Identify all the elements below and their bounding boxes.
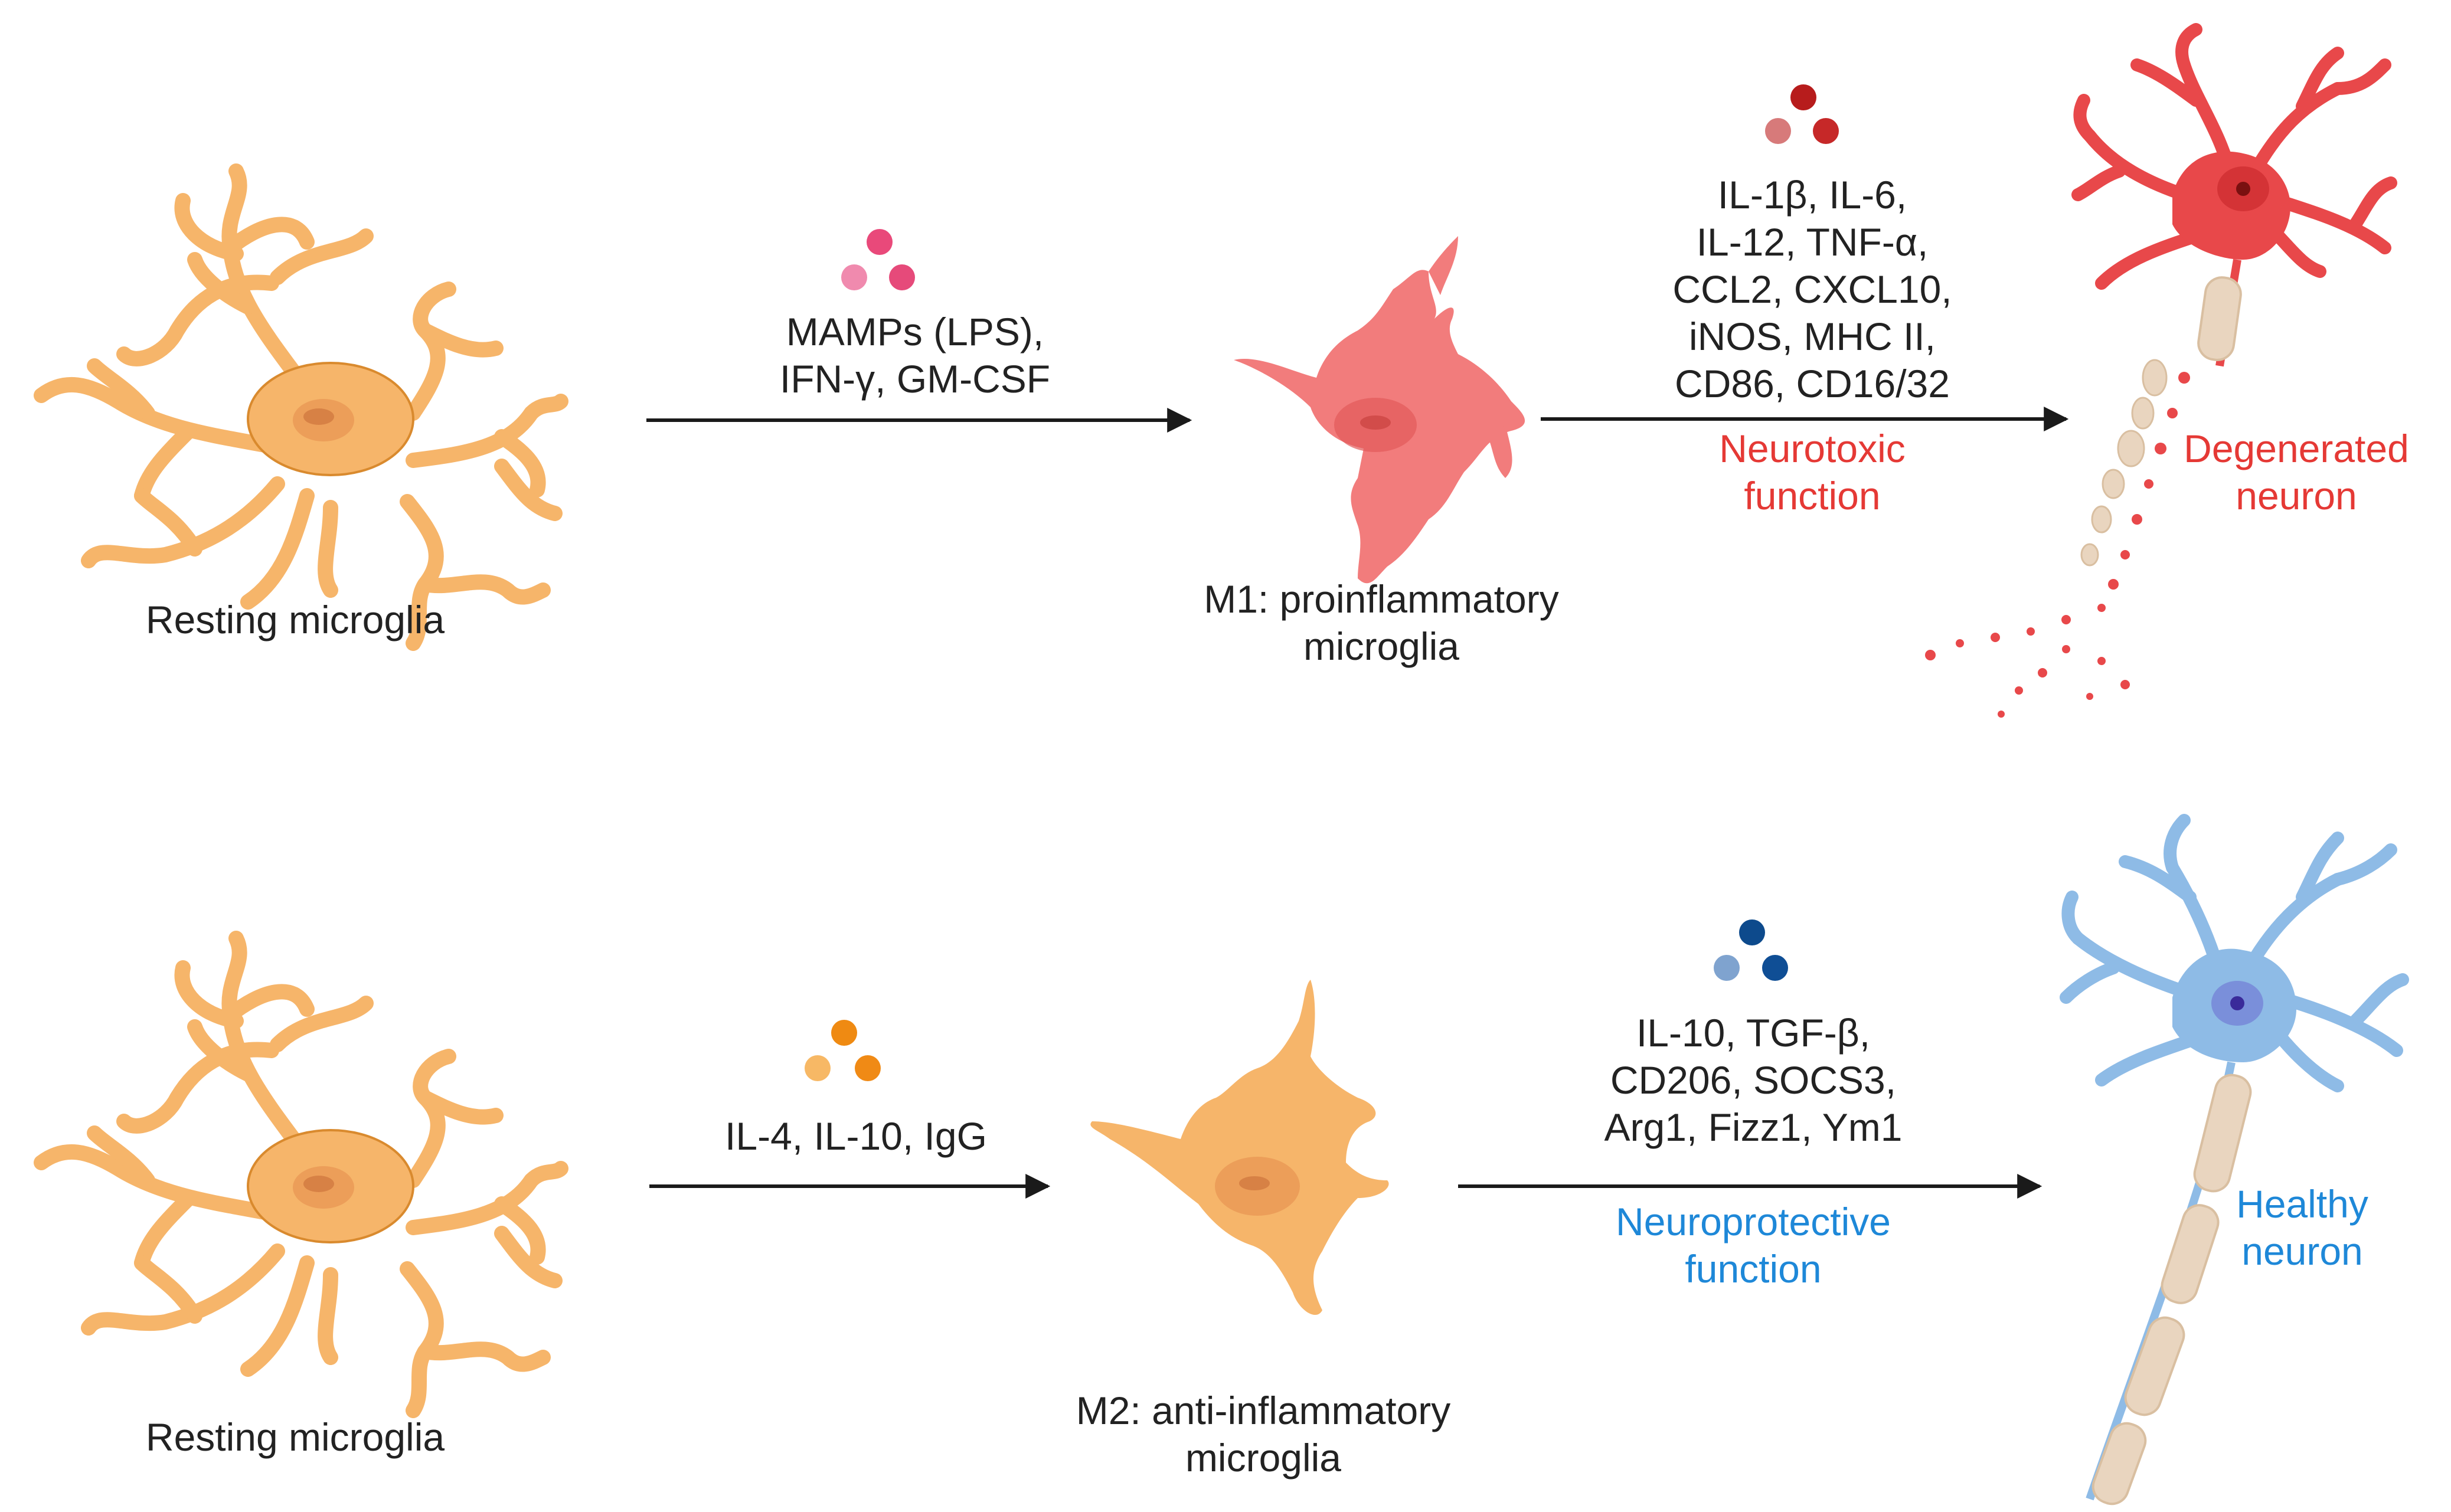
m2-microglia-cell — [1090, 980, 1389, 1315]
cytokine-dots-m1-output — [1765, 84, 1839, 144]
cytokine-dots-m2-input — [805, 1020, 881, 1081]
neurotoxic-function-label: Neurotoxic function — [1719, 427, 1906, 518]
healthy-neuron — [2060, 814, 2409, 1506]
degenerated-neuron-label: Degenerated neuron — [2184, 427, 2409, 518]
neuroprotective-function-label: Neuroprotective function — [1616, 1200, 1891, 1291]
resting-microglia-label-bottom: Resting microglia — [145, 1415, 445, 1459]
m1-state-label: M1: proinflammatory microglia — [1204, 577, 1559, 668]
resting-microglia-top — [34, 163, 568, 651]
cytokine-dots-m2-output — [1714, 919, 1788, 981]
healthy-neuron-label: Healthy neuron — [2236, 1182, 2368, 1273]
m1-stimuli-label: MAMPs (LPS), IFN-γ, GM-CSF — [779, 310, 1051, 401]
m1-markers-list: IL-1β, IL-6, IL-12, TNF-α, CCL2, CXCL10,… — [1672, 173, 1952, 405]
degenerated-neuron — [1925, 23, 2397, 718]
resting-microglia-bottom — [34, 931, 568, 1418]
resting-microglia-label-top: Resting microglia — [145, 598, 445, 642]
cytokine-dots-m1-input — [841, 229, 915, 290]
m2-markers-list: IL-10, TGF-β, CD206, SOCS3, Arg1, Fizz1,… — [1604, 1011, 1903, 1149]
m1-microglia-cell — [1234, 236, 1525, 584]
m2-state-label: M2: anti-inflammatory microglia — [1076, 1389, 1451, 1480]
m2-stimuli-label: IL-4, IL-10, IgG — [725, 1114, 987, 1158]
